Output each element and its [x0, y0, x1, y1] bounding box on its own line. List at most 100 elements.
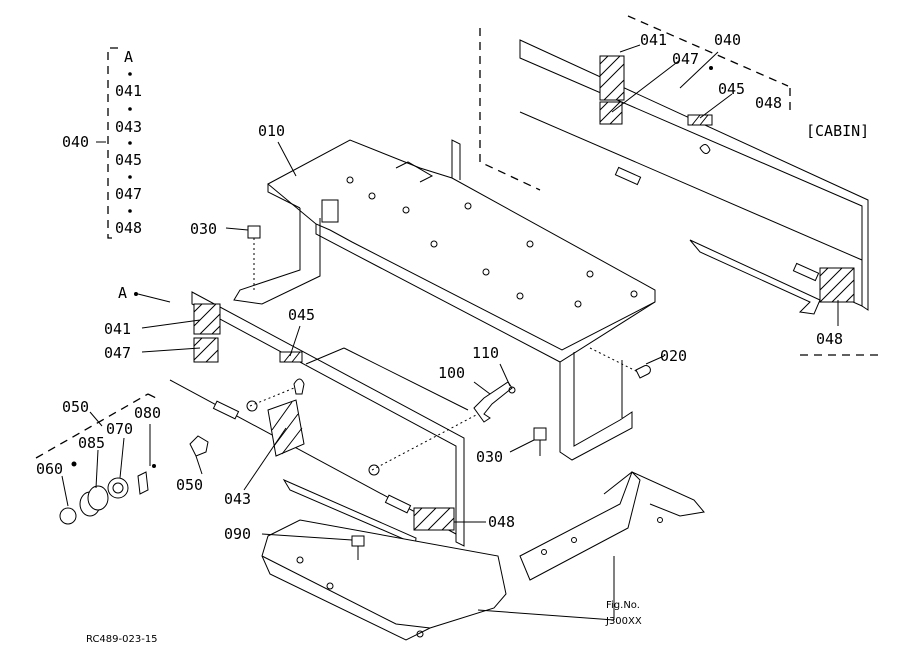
- deck-right-leg: [559, 352, 633, 461]
- label-a-ref: A: [118, 284, 127, 302]
- leader-fig-ref: [477, 609, 615, 621]
- part-060-cap: [59, 507, 77, 525]
- label-047-left: 047: [104, 344, 131, 362]
- decal-hatch: [819, 267, 855, 303]
- base-hole: [416, 630, 424, 638]
- deck-hole: [586, 270, 594, 278]
- cabin-slot: [792, 262, 820, 282]
- label-060: 060: [36, 460, 63, 478]
- deck-plate-left-edge: [267, 184, 301, 209]
- leader-060: [61, 475, 69, 507]
- decal-hatch: [691, 114, 709, 126]
- leader-047-left: [141, 347, 201, 353]
- sub-frame-hole: [541, 549, 547, 555]
- decal-048-left: [413, 507, 455, 531]
- kit-dot: [128, 72, 132, 76]
- deck-hole: [464, 202, 472, 210]
- bolt-030-lower: 030: [476, 427, 547, 466]
- bolt-090-head: [351, 535, 365, 547]
- base-frame-inner: [261, 555, 431, 629]
- label-085: 085: [78, 434, 105, 452]
- clip-050: 050: [176, 435, 209, 494]
- label-040-right: 040: [714, 31, 741, 49]
- bolt-030-upper: 030: [190, 220, 261, 290]
- kit-item-045: 045: [115, 151, 142, 169]
- deck-plate-side: [315, 224, 656, 363]
- cabin-label: [CABIN]: [806, 122, 869, 140]
- deck-hole: [402, 206, 410, 214]
- label-070: 070: [106, 420, 133, 438]
- leader-041-right: [619, 44, 641, 53]
- label-041-right: 041: [640, 31, 667, 49]
- drawing-code: RC489-023-15: [86, 634, 158, 645]
- leader-047-right: [611, 59, 681, 113]
- part-085-cylinder-rear: [87, 485, 109, 511]
- decal-047-left: [193, 337, 219, 363]
- kit-dot: [128, 209, 132, 213]
- deck-hinge: [321, 199, 339, 223]
- label-010: 010: [258, 122, 285, 140]
- deck-hole: [346, 176, 354, 184]
- base-frame: 090 Fig.No. J300XX: [224, 471, 705, 641]
- fig-id-label: J300XX: [605, 616, 642, 627]
- decal-hatch: [599, 101, 623, 125]
- label-050-bottom: 050: [176, 476, 203, 494]
- leader-045-left: [289, 325, 301, 357]
- deck-plate-010: 010: [233, 122, 656, 461]
- kit-list-bracket: [107, 47, 118, 239]
- bolt-020-shape: [635, 365, 651, 379]
- clip-050-shape: [189, 435, 209, 457]
- label-080: 080: [134, 404, 161, 422]
- label-045-right: 045: [718, 80, 745, 98]
- leader-a: [137, 293, 171, 303]
- cabin-dashed-outline-top: [627, 15, 789, 87]
- washer: [368, 464, 380, 476]
- label-050-top: 050: [62, 398, 89, 416]
- label-041-left: 041: [104, 320, 131, 338]
- decal-045-right: [687, 114, 713, 126]
- label-048-bottom: 048: [488, 513, 515, 531]
- base-hole: [296, 556, 304, 564]
- deck-hole: [574, 300, 582, 308]
- front-panel: A 041 047 045 043 048: [104, 284, 515, 557]
- fig-no-label: Fig.No.: [606, 600, 640, 611]
- leader-100: [473, 381, 491, 395]
- front-panel-back-edge-left: [305, 347, 345, 365]
- leader-045-right: [699, 93, 733, 119]
- bolt-020: 020: [589, 347, 687, 379]
- bolt-head: [247, 225, 261, 239]
- part-070-spring-inner: [112, 482, 124, 494]
- kit-list: A 041 043 045 047 048 040: [62, 47, 142, 239]
- leader-020: [645, 355, 665, 365]
- decal-hatch: [193, 303, 221, 335]
- kit-item-048: 048: [115, 219, 142, 237]
- decal-hatch: [413, 507, 455, 531]
- cabin-dashed-outline-left: [479, 28, 541, 191]
- deck-hole: [516, 292, 524, 300]
- kit-dot: [128, 175, 132, 179]
- deck-hole: [430, 240, 438, 248]
- lock-assembly-dashed-outline: [35, 393, 149, 459]
- panel-latch-hole: [293, 378, 305, 395]
- label-020: 020: [660, 347, 687, 365]
- leader-070: [119, 437, 125, 479]
- part-070-spring: [107, 477, 129, 499]
- bracket-100: 100 110: [438, 344, 516, 423]
- front-panel-lower-line: [169, 379, 457, 535]
- kit-group-label: 040: [62, 133, 89, 151]
- deck-hole: [630, 290, 638, 298]
- kit-list-header: A: [124, 48, 133, 66]
- front-panel-back-edge: [343, 347, 469, 411]
- deck-plate-post: [451, 139, 461, 180]
- label-110: 110: [472, 344, 499, 362]
- washer: [246, 400, 258, 412]
- label-030-upper: 030: [190, 220, 217, 238]
- cabin-lower-bracket: [689, 239, 821, 315]
- leader-041-left: [141, 319, 201, 329]
- deck-hole: [482, 268, 490, 276]
- ref-dot-060: [71, 461, 77, 467]
- deck-plate-top: [267, 139, 656, 351]
- decal-hatch: [193, 337, 219, 363]
